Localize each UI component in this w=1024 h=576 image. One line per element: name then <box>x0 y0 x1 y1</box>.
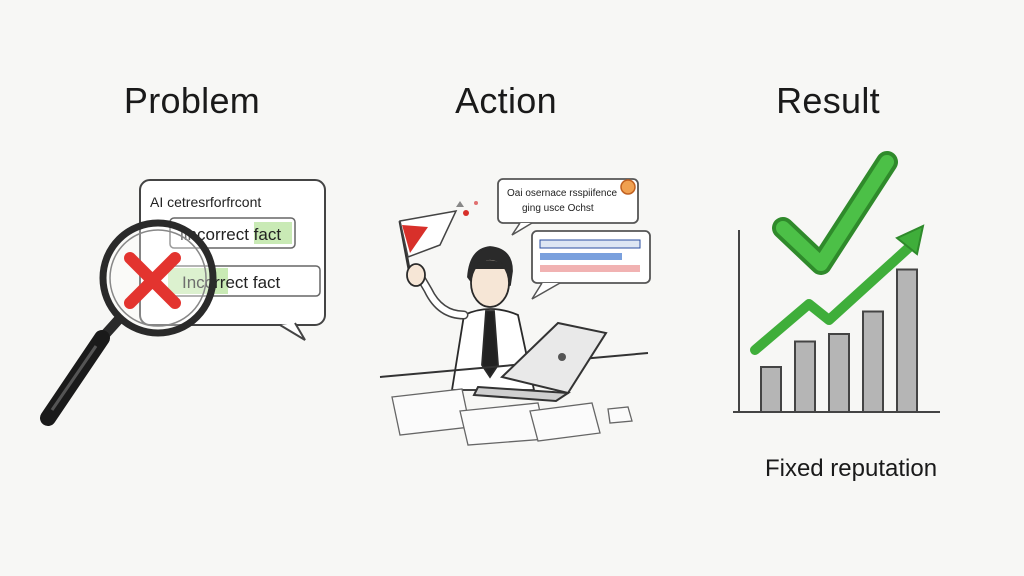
result-illustration <box>733 151 940 413</box>
result-caption: Fixed reputation <box>764 455 938 482</box>
action-illustration: Oai osernace rsspiifence ging usce Ochst <box>379 178 651 446</box>
fact-line-1: lincorrect fact <box>180 225 281 244</box>
problem-illustration: AI cetresrforfrcont lincorrect fact Inco… <box>40 179 326 426</box>
bar <box>794 340 816 413</box>
message-bubble-mid <box>531 230 651 300</box>
fact-highlight-2 <box>168 268 228 294</box>
bar <box>862 310 884 413</box>
bar <box>828 333 850 413</box>
message-bubble-top <box>497 178 639 236</box>
bubble-line-1: Oai osernace rsspiifence <box>507 188 617 199</box>
check-icon <box>772 151 898 275</box>
bubble-title: AI cetresrforfrcont <box>150 194 261 210</box>
problem-heading: Problem <box>123 80 261 121</box>
laptop-icon <box>472 321 608 403</box>
bar-group <box>760 268 918 413</box>
bar <box>760 366 782 413</box>
bar <box>896 268 918 413</box>
cross-icon <box>124 252 181 309</box>
bubble-line-2: ging usce Ochst <box>522 203 594 214</box>
trend-arrow-icon <box>750 224 925 355</box>
scattered-papers <box>391 388 633 446</box>
result-heading: Result <box>776 80 880 121</box>
person-figure <box>406 246 536 391</box>
fact-highlight-1 <box>254 222 292 244</box>
action-heading: Action <box>455 80 557 121</box>
